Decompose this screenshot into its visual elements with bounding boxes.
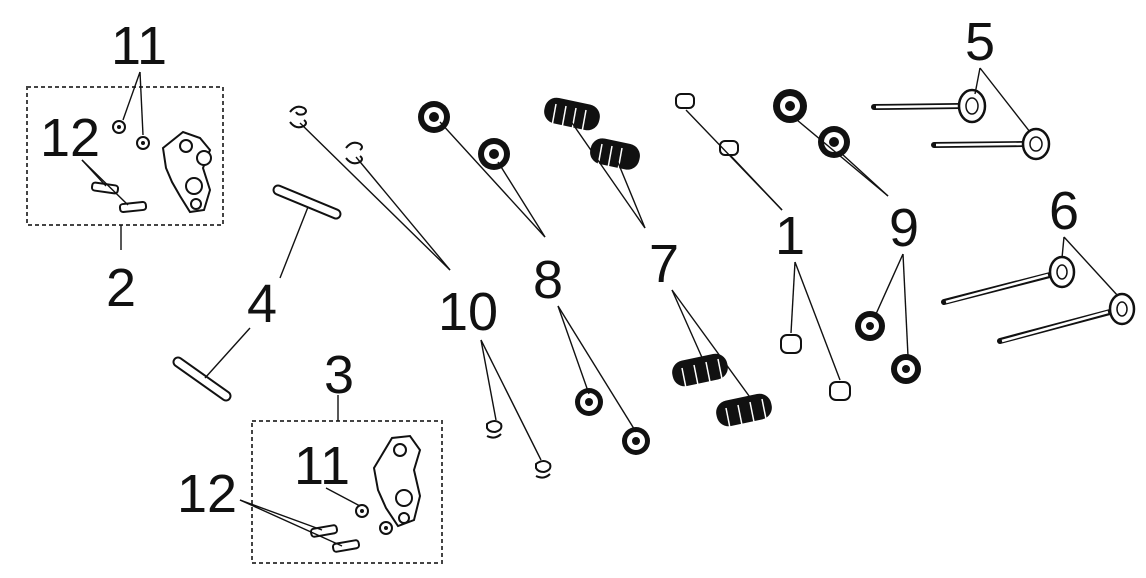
- valve-stem-seals: [675, 93, 851, 401]
- valve-cotter-top: [289, 105, 363, 165]
- leader-4-a: [279, 206, 309, 279]
- leader-9-d: [902, 253, 909, 357]
- leader-5-b: [979, 67, 1031, 133]
- rocker-shaft-top: [272, 184, 342, 220]
- leader-9-a: [796, 119, 889, 197]
- leader-9-b: [841, 153, 889, 197]
- rocker-arm-bottom: [372, 434, 422, 528]
- nut-11-top: [112, 120, 150, 150]
- leader-5-a: [974, 67, 981, 95]
- leader-8-a: [439, 121, 546, 238]
- leader-7-b: [616, 159, 646, 229]
- callout-12-bottom: 12: [177, 464, 237, 524]
- leader-1-d: [794, 261, 841, 381]
- exhaust-valves: [941, 255, 1136, 344]
- callout-11-top: 11: [111, 16, 167, 76]
- leader-10-b: [355, 156, 451, 271]
- callout-3: 3: [324, 345, 354, 405]
- callout-10: 10: [438, 282, 498, 342]
- leader-11-bottom: [325, 487, 361, 507]
- intake-valves: [871, 88, 1051, 161]
- assembly-box-2: [26, 86, 224, 226]
- rocker-shaft-bottom: [172, 356, 232, 402]
- leader-12-top-b: [81, 159, 129, 206]
- valve-cotter-bottom: [486, 420, 552, 479]
- leader-7-a: [569, 119, 646, 229]
- leader-12-bottom-b: [239, 499, 343, 547]
- callout-9: 9: [889, 198, 919, 258]
- leader-1-c: [790, 261, 796, 334]
- leader-6-b: [1063, 236, 1119, 297]
- callout-5: 5: [965, 12, 995, 72]
- assembly-box-3: [251, 420, 443, 564]
- callout-4: 4: [247, 274, 277, 334]
- leader-8-c: [557, 305, 590, 395]
- leader-4-b: [204, 327, 251, 379]
- leader-7-c: [671, 289, 705, 363]
- callout-7: 7: [649, 234, 679, 294]
- nut-11-bottom: [355, 504, 393, 535]
- leader-11-top-a: [122, 71, 141, 121]
- callout-8: 8: [533, 250, 563, 310]
- callout-2: 2: [106, 258, 136, 318]
- rocker-arm-top: [161, 130, 212, 214]
- callout-11-bottom: 11: [294, 436, 350, 496]
- leader-10-a: [299, 122, 451, 271]
- leader-10-c: [480, 339, 497, 421]
- leader-1-b: [729, 154, 783, 211]
- spring-seats: [773, 89, 921, 384]
- callout-1: 1: [775, 206, 805, 266]
- screw-12-top: [90, 181, 148, 214]
- leader-11-top-b: [139, 71, 144, 136]
- callout-6: 6: [1049, 181, 1079, 241]
- leader-6-a: [1061, 236, 1065, 259]
- leader-12-bottom-a: [239, 499, 323, 531]
- leader-8-d: [557, 305, 637, 433]
- leader-9-c: [875, 253, 904, 315]
- leader-10-d: [480, 339, 542, 461]
- valve-springs: [544, 97, 772, 429]
- callout-12-top: 12: [40, 108, 100, 168]
- leader-7-d: [671, 289, 753, 401]
- leader-8-b: [497, 161, 546, 238]
